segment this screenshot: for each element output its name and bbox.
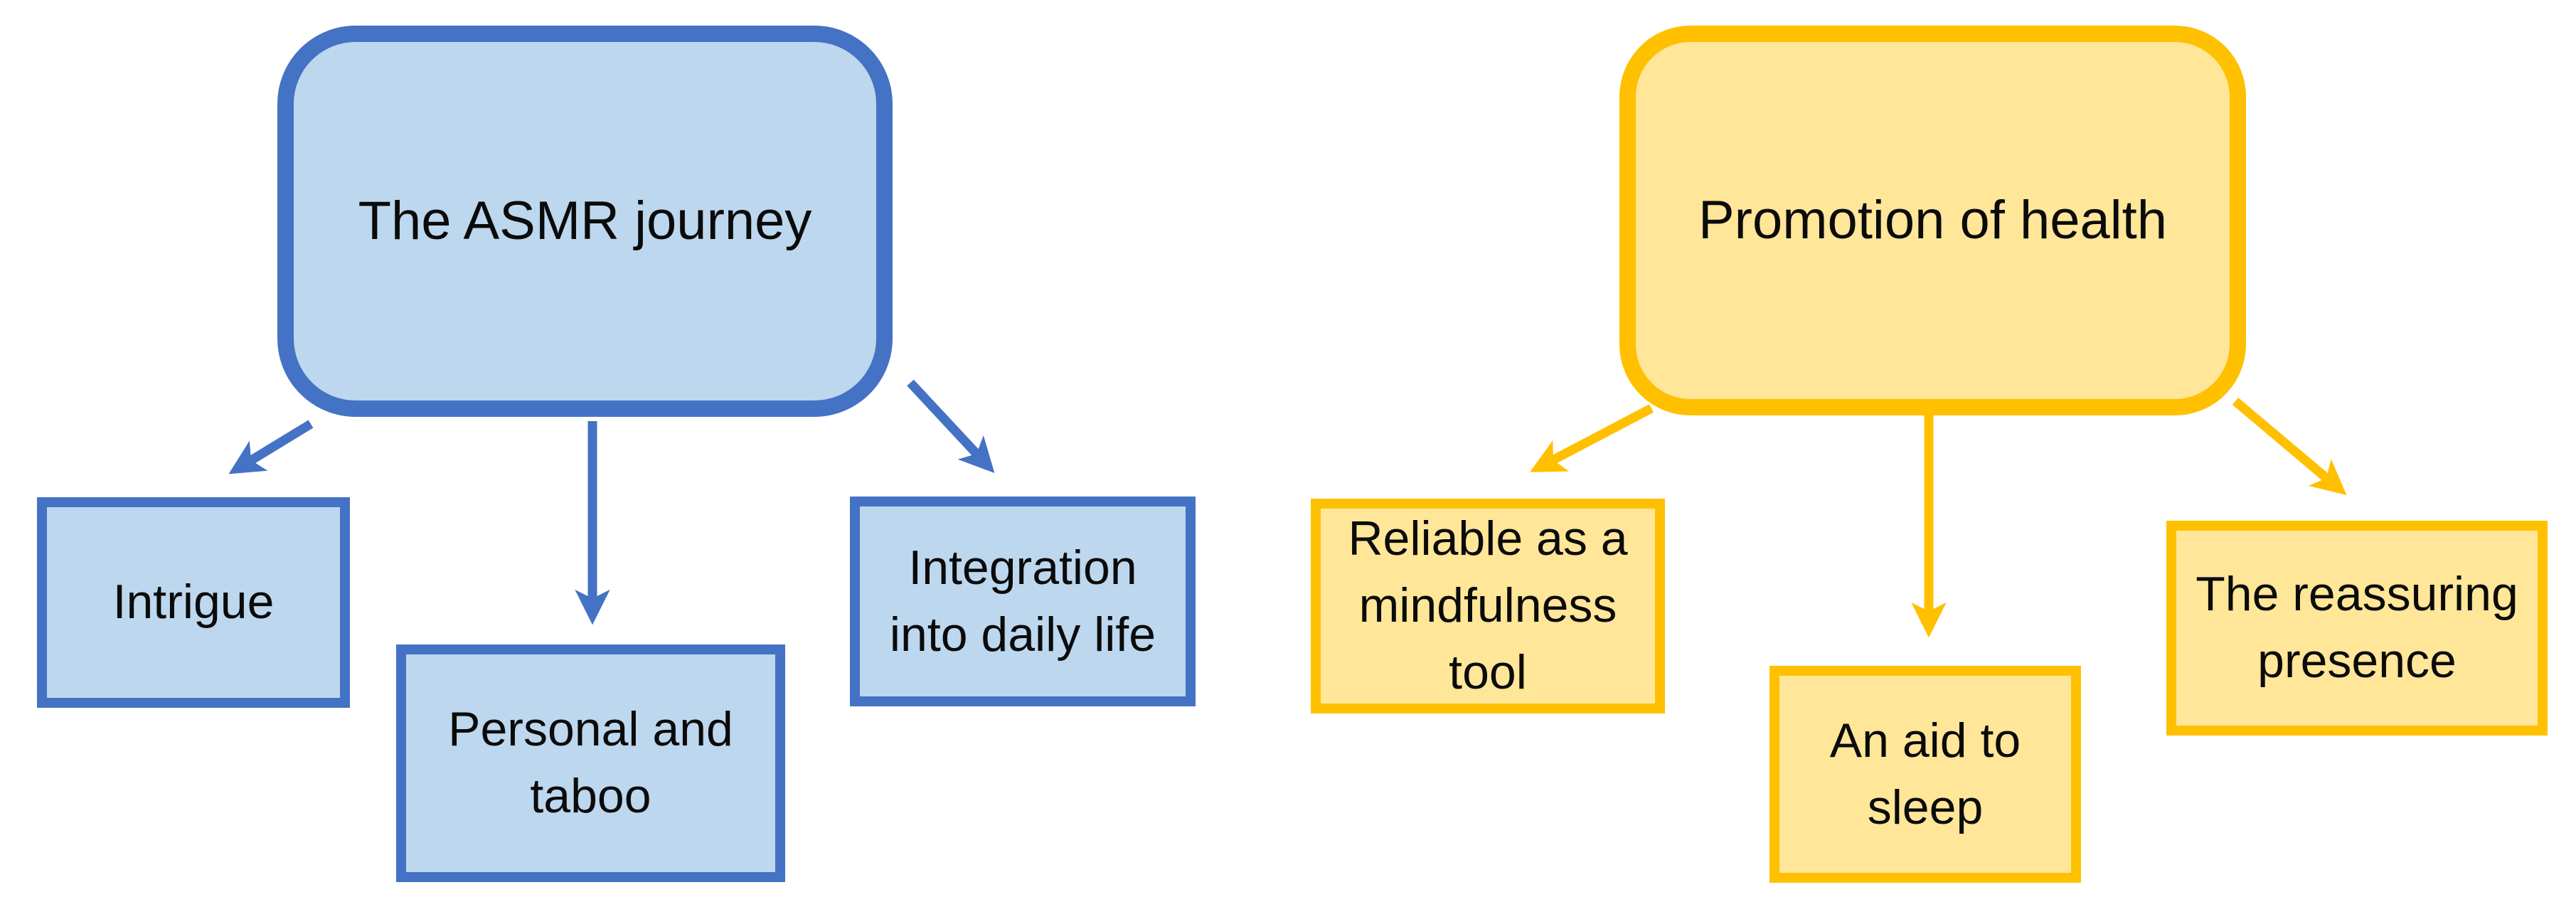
child-node-reassuring-presence: The reassuring presence (2166, 521, 2548, 736)
child-node-personal-and-taboo: Personal and taboo (396, 644, 785, 882)
arrow-health-to-reassuring (2232, 398, 2347, 495)
child-node-reassuring-presence-label: The reassuring presence (2196, 567, 2518, 688)
root-node-asmr-journey: The ASMR journey (277, 26, 893, 417)
child-node-reliable-mindfulness-tool: Reliable as a mindfulness tool (1311, 499, 1665, 713)
root-node-promotion-of-health-label: Promotion of health (1698, 189, 2168, 250)
root-node-promotion-of-health: Promotion of health (1619, 26, 2246, 415)
arrow-asmr-to-intrigue (228, 420, 314, 474)
child-node-personal-and-taboo-label: Personal and taboo (448, 702, 733, 823)
child-node-an-aid-to-sleep: An aid to sleep (1769, 666, 2081, 883)
child-node-intrigue-label: Intrigue (112, 575, 275, 630)
arrow-health-to-reliable (1530, 404, 1654, 472)
child-node-integration-into-daily-life: Integration into daily life (850, 497, 1196, 706)
root-node-asmr-journey-label: The ASMR journey (358, 190, 812, 251)
arrow-asmr-to-integration (907, 379, 995, 474)
child-node-reliable-mindfulness-tool-label: Reliable as a mindfulness tool (1348, 511, 1628, 699)
child-node-integration-into-daily-life-label: Integration into daily life (889, 540, 1156, 662)
child-node-intrigue: Intrigue (37, 497, 350, 708)
child-node-an-aid-to-sleep-label: An aid to sleep (1829, 713, 2021, 834)
